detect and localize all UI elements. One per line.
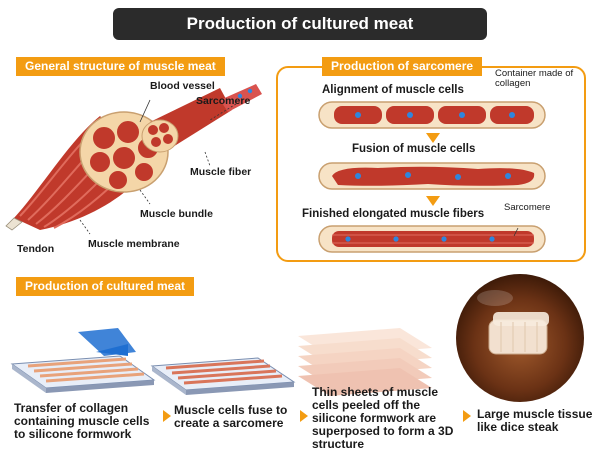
label-sarcomere-fiber: Sarcomere: [504, 202, 551, 213]
arrow-right-icon: [163, 410, 171, 422]
muscle-structure-illustration: [5, 84, 262, 235]
elongated-fiber-tube: [318, 225, 546, 253]
label-blood-vessel: Blood vessel: [150, 80, 215, 92]
sarcomere-formwork-illustration: [150, 357, 296, 395]
sarcomere-header: Production of sarcomere: [322, 57, 483, 76]
step-tissue-caption: Large muscle tissue like dice steak: [477, 407, 593, 434]
muscle-structure-header: General structure of muscle meat: [16, 57, 225, 76]
page-title: Production of cultured meat: [113, 8, 487, 40]
label-finished-fibers: Finished elongated muscle fibers: [302, 208, 485, 220]
collagen-transfer-illustration: [10, 328, 156, 393]
label-fusion-step: Fusion of muscle cells: [352, 143, 476, 155]
label-muscle-fiber: Muscle fiber: [190, 166, 252, 178]
step-stack-caption: Thin sheets of muscle cells peeled off t…: [312, 385, 454, 450]
step-fuse-caption: Muscle cells fuse to create a sarcomere: [174, 403, 288, 430]
label-alignment-step: Alignment of muscle cells: [322, 84, 464, 96]
arrow-down-icon: [426, 196, 440, 206]
arrow-right-icon: [463, 410, 471, 422]
label-muscle-membrane: Muscle membrane: [88, 238, 180, 250]
meat-tissue-photo: [456, 274, 584, 402]
label-muscle-bundle: Muscle bundle: [140, 208, 213, 220]
label-container-collagen: Container made of collagen: [495, 68, 574, 89]
label-sarcomere-muscle: Sarcomere: [196, 95, 251, 107]
arrow-down-icon: [426, 133, 440, 143]
arrow-right-icon: [300, 410, 308, 422]
step-transfer-caption: Transfer of collagen containing muscle c…: [14, 401, 150, 441]
stacked-sheets-illustration: [298, 328, 432, 396]
fused-cells-tube: [318, 162, 546, 190]
aligned-cells-tube: [318, 101, 546, 129]
label-tendon: Tendon: [17, 243, 55, 255]
process-header: Production of cultured meat: [16, 277, 195, 296]
